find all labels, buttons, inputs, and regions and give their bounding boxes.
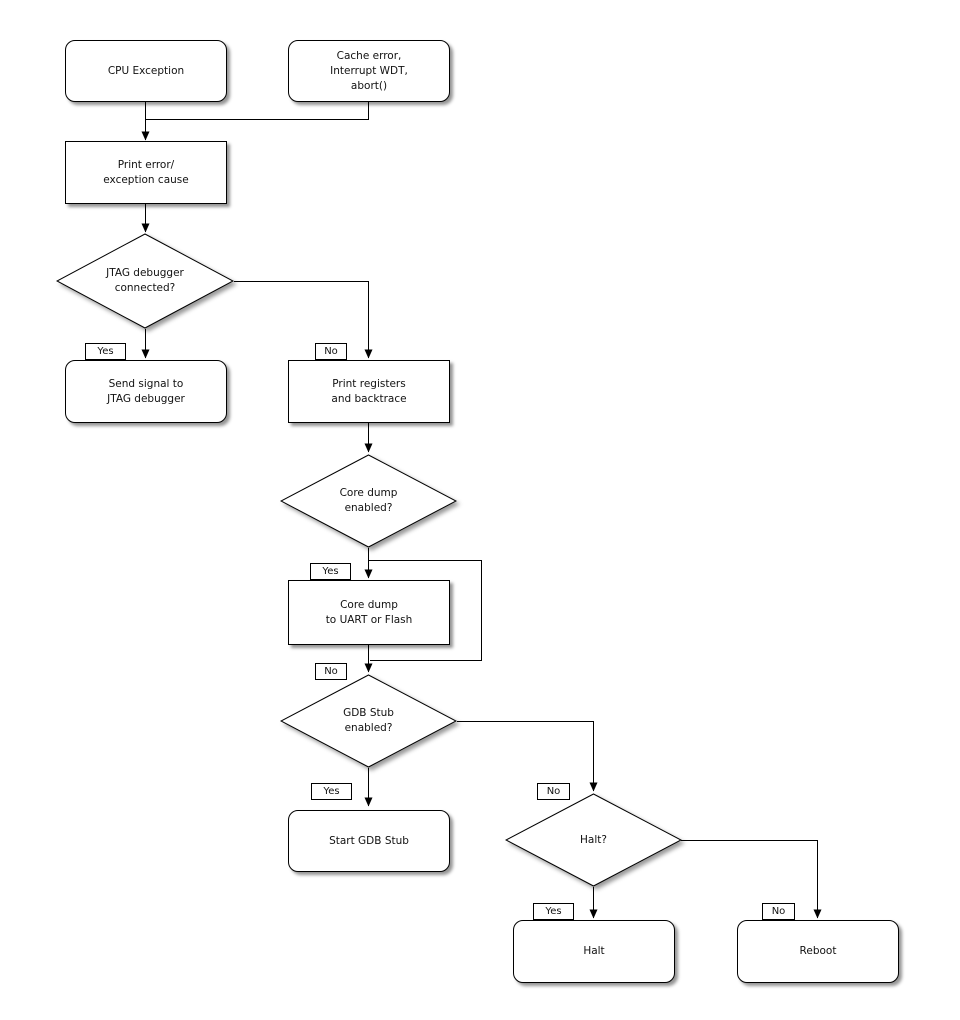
node-start-gdb-stub: Start GDB Stub	[288, 810, 450, 872]
node-reboot-label: Reboot	[799, 945, 837, 957]
node-print-registers: Print registers and backtrace	[288, 360, 450, 423]
node-cache-error: Cache error, Interrupt WDT, abort()	[288, 40, 450, 102]
edge-gdb-no-to-halt-q	[457, 721, 598, 792]
edge-label-core-dump-yes: Yes	[310, 563, 351, 580]
node-core-dump-enabled-label: Core dump enabled?	[339, 487, 398, 514]
diamond-shape	[280, 454, 457, 548]
node-start-gdb-stub-label: Start GDB Stub	[329, 834, 409, 847]
diamond-shape	[505, 793, 682, 887]
node-halt: Halt	[513, 920, 675, 983]
node-core-dump-enabled: Core dump enabled?	[280, 454, 457, 548]
diamond-shape	[280, 674, 457, 768]
edge-halt-no-to-reboot	[681, 840, 822, 919]
node-print-error: Print error/ exception cause	[65, 141, 227, 204]
node-print-registers-label: Print registers and backtrace	[331, 377, 407, 405]
node-jtag-connected-label: JTAG debugger connected?	[106, 267, 184, 294]
node-send-signal-label: Send signal to JTAG debugger	[107, 377, 185, 405]
edge-label-jtag-yes: Yes	[85, 343, 126, 360]
node-gdb-stub-enabled: GDB Stub enabled?	[280, 674, 457, 768]
edge-label-jtag-no: No	[315, 343, 347, 360]
node-core-dump: Core dump to UART or Flash	[288, 580, 450, 645]
edge-label-core-dump-no: No	[315, 663, 347, 680]
edge-jtag-no-to-print-registers	[234, 281, 373, 359]
node-cache-error-label: Cache error, Interrupt WDT, abort()	[330, 49, 408, 92]
node-cpu-exception-label: CPU Exception	[107, 64, 185, 77]
node-send-signal: Send signal to JTAG debugger	[65, 360, 227, 423]
edge-cache-error-join	[146, 100, 369, 120]
node-print-error-label: Print error/ exception cause	[103, 158, 189, 186]
node-halt-label: Halt	[583, 945, 605, 957]
node-halt-question: Halt?	[505, 793, 682, 887]
edge-label-gdb-stub-yes: Yes	[311, 783, 352, 800]
diamond-shape	[56, 233, 234, 329]
edge-label-halt-no: No	[762, 903, 795, 920]
node-jtag-connected: JTAG debugger connected?	[56, 233, 234, 329]
node-cpu-exception: CPU Exception	[65, 40, 227, 102]
node-reboot: Reboot	[737, 920, 899, 983]
edge-label-halt-yes: Yes	[533, 903, 574, 920]
node-gdb-stub-enabled-label: GDB Stub enabled?	[343, 707, 394, 734]
node-halt-question-label: Halt?	[580, 833, 607, 846]
edge-label-gdb-stub-no: No	[537, 783, 570, 800]
node-core-dump-label: Core dump to UART or Flash	[325, 598, 413, 626]
